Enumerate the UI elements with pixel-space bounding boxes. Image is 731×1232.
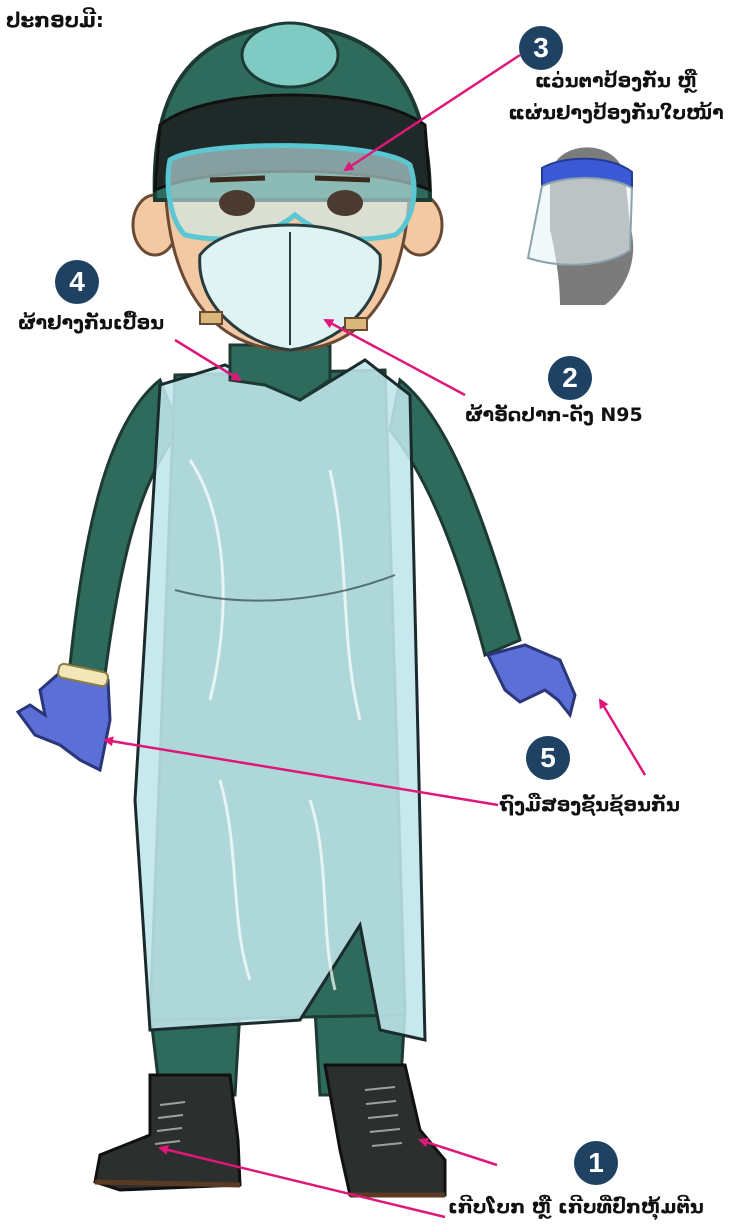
face-shield-illustration — [520, 130, 640, 305]
label-n95: ຜ້າອັດປາກ-ດັງ N95 — [465, 404, 643, 426]
apron — [135, 360, 425, 1040]
badge-4: 4 — [55, 260, 99, 304]
badge-3: 3 — [519, 26, 563, 70]
label-apron: ຜ້າຢາງກັນເປື້ອນ — [18, 312, 164, 334]
badge-1: 1 — [574, 1141, 618, 1185]
badge-2: 2 — [548, 356, 592, 400]
label-gloves: ຖົງມືສອງຊັ້ນຊ້ອນກັນ — [500, 794, 680, 816]
badge-5: 5 — [526, 736, 570, 780]
label-boots: ເກີບໂບກ ຫຼື ເກີບທີ່ປົກຫຸ້ມຕີນ — [448, 1196, 704, 1218]
label-goggles: ແວ່ນຕາປ້ອງກັນ ຫຼື ແຜ່ນຢາງປ້ອງກັນໃບໜ້າ — [505, 70, 727, 124]
